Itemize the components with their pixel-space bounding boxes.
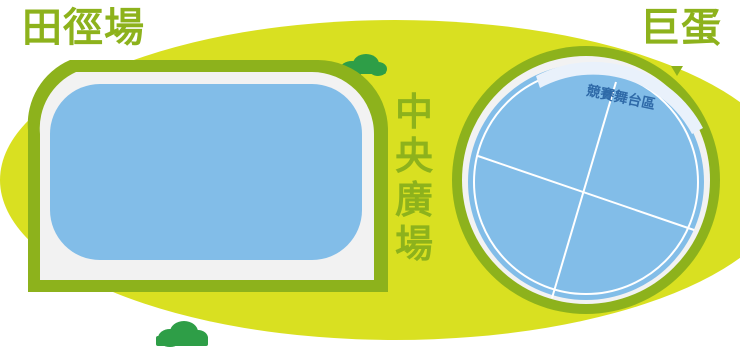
track-field-pointer-icon xyxy=(61,66,73,76)
track-field-stadium xyxy=(27,60,389,292)
stadium-field xyxy=(50,84,362,260)
track-field-label: 田徑場 xyxy=(22,5,145,51)
competition-stage-band xyxy=(536,61,703,134)
bush-icon xyxy=(156,321,208,347)
central-plaza-label: 中央廣場 xyxy=(394,90,433,266)
dome-divider-vertical xyxy=(551,81,617,299)
dome-label: 巨蛋 xyxy=(640,5,722,51)
dome-divider-horizontal xyxy=(477,155,695,231)
dome-arena: 競賽舞台區 xyxy=(452,46,720,314)
dome-pointer-icon xyxy=(671,66,683,76)
